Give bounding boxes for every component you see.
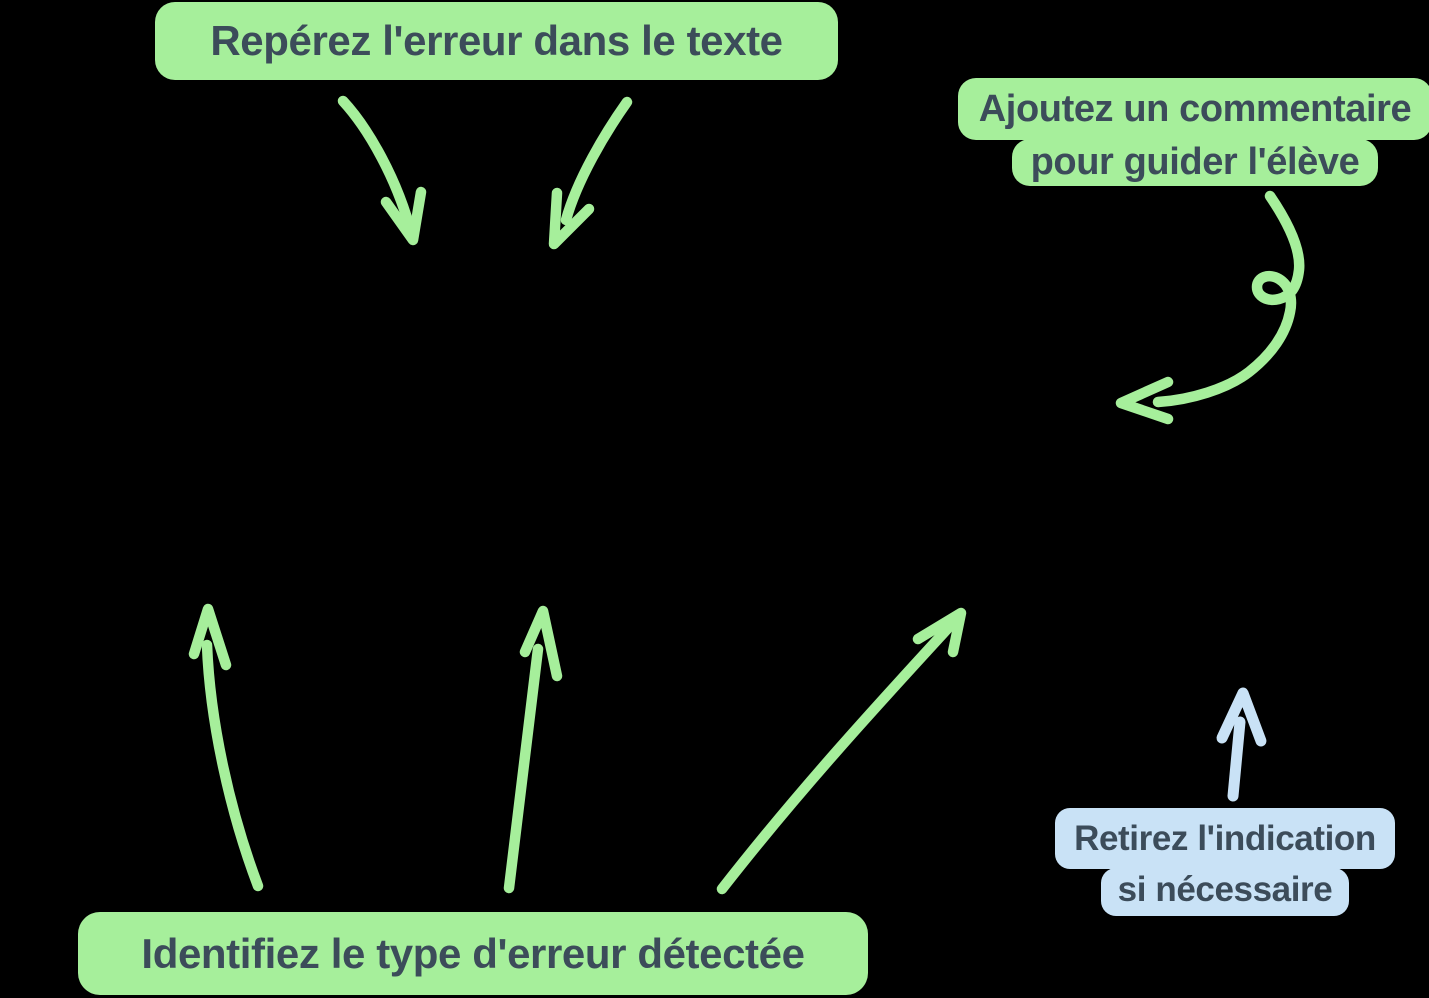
callout-remove-indication-line2: si nécessaire <box>1100 868 1350 916</box>
arrow-error-type-middle-icon <box>503 605 563 894</box>
arrow-find-error-right-icon <box>548 96 633 250</box>
callout-find-error: Repérez l'erreur dans le texte <box>155 2 838 80</box>
callout-add-comment: Ajoutez un commentaire pour guider l'élè… <box>955 78 1429 186</box>
callout-remove-indication: Retirez l'indication si nécessaire <box>1040 808 1410 916</box>
arrow-error-type-left-icon <box>188 603 264 892</box>
callout-find-error-text: Repérez l'erreur dans le texte <box>210 17 783 64</box>
arrow-find-error-left-icon <box>337 95 427 246</box>
arrow-remove-indication-icon <box>1216 687 1267 802</box>
arrow-comment-loop-icon <box>1115 190 1305 425</box>
callout-add-comment-line2: pour guider l'élève <box>1011 139 1379 186</box>
callout-add-comment-line1: Ajoutez un commentaire <box>957 78 1429 140</box>
callout-remove-indication-line1: Retirez l'indication <box>1055 808 1395 869</box>
callout-error-type: Identifiez le type d'erreur détectée <box>78 912 868 995</box>
callout-error-type-text: Identifiez le type d'erreur détectée <box>141 929 805 977</box>
arrow-error-type-diagonal-icon <box>716 607 967 895</box>
